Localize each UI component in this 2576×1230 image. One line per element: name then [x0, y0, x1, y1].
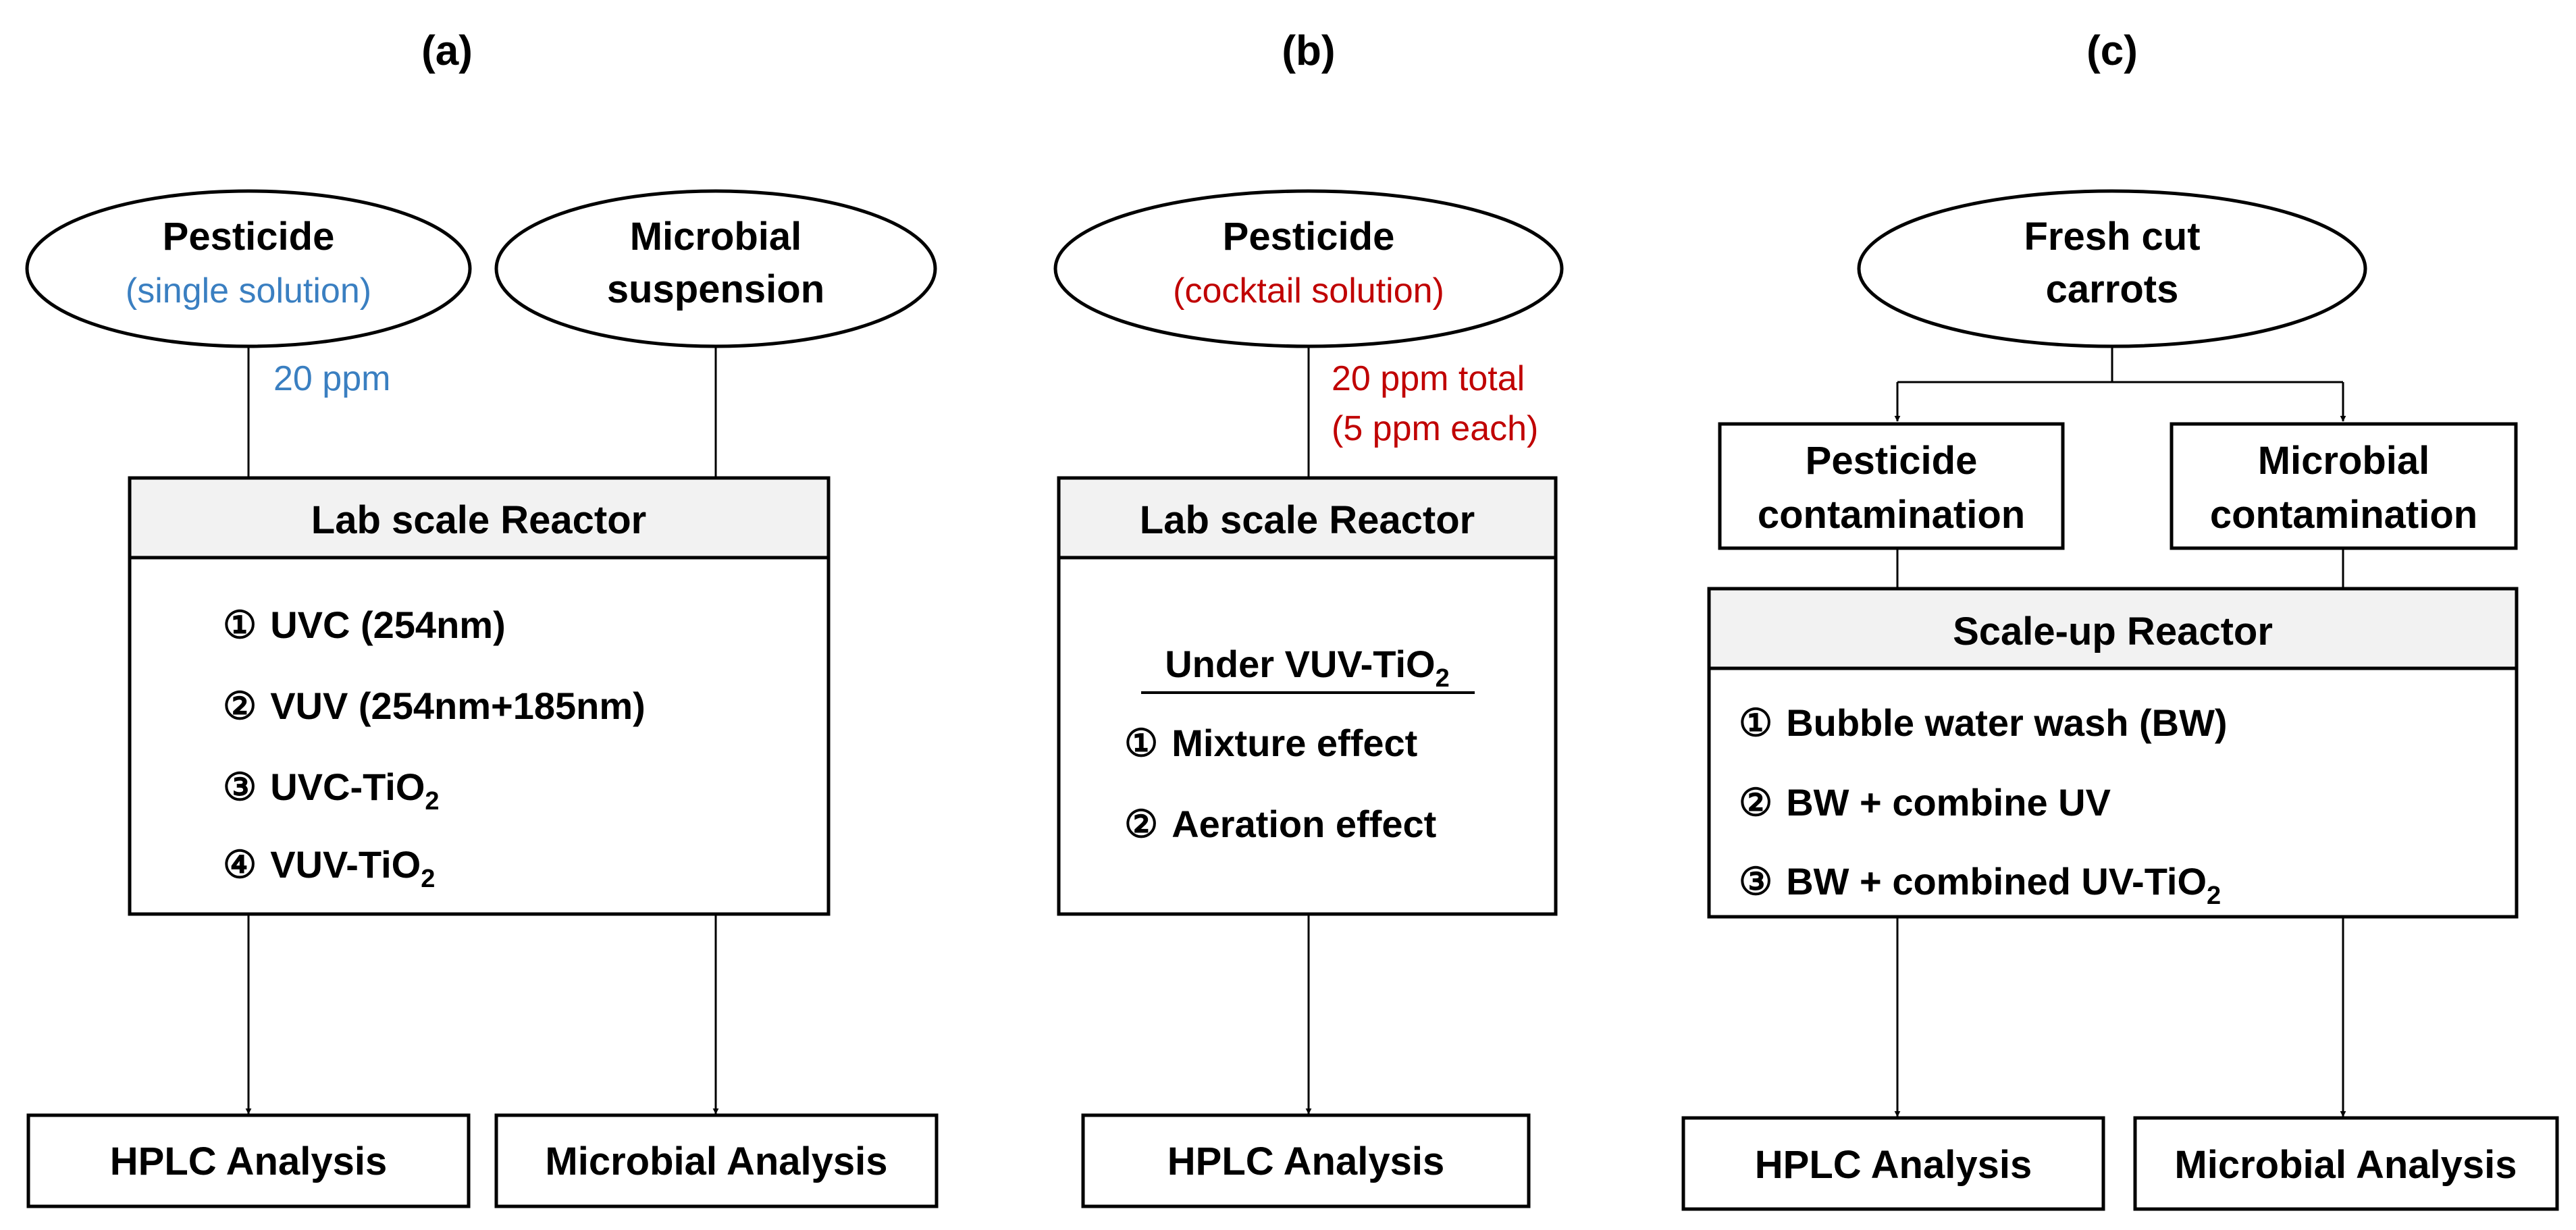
hplc-analysis-label-b: HPLC Analysis	[1167, 1140, 1444, 1183]
pesticide-contamination-line1: Pesticide	[1806, 439, 1978, 483]
pesticide-single-solution-node: Pesticide (single solution)	[25, 189, 472, 348]
panel-c: (c) Fresh cut carrots Pesticide contamin…	[1681, 28, 2559, 1211]
microbial-analysis-label-a: Microbial Analysis	[545, 1140, 887, 1183]
microbial-contamination-line2: contamination	[2210, 493, 2477, 537]
hplc-analysis-label-c: HPLC Analysis	[1755, 1143, 2032, 1187]
hplc-analysis-box-b: HPLC Analysis	[1081, 1113, 1531, 1208]
single-solution-label: (single solution)	[126, 271, 371, 311]
pesticide-cocktail-solution-node: Pesticide (cocktail solution)	[1053, 189, 1564, 348]
fresh-cut-label: Fresh cut	[2024, 215, 2200, 259]
dose-label-b-2: (5 ppm each)	[1332, 409, 1538, 448]
dose-label-b-1: 20 ppm total	[1332, 359, 1525, 398]
microbial-analysis-label-c: Microbial Analysis	[2174, 1143, 2517, 1187]
microbial-analysis-box-a: Microbial Analysis	[494, 1113, 939, 1208]
reactor-title-b: Lab scale Reactor	[1140, 498, 1475, 542]
panel-c-label: (c)	[2086, 28, 2138, 74]
carrots-label: carrots	[2046, 267, 2179, 311]
suspension-label: suspension	[607, 267, 824, 311]
panel-a-label: (a)	[421, 28, 473, 74]
microbial-contamination-line1: Microbial	[2258, 439, 2430, 483]
microbial-contamination-box: Microbial contamination	[2170, 422, 2518, 550]
pesticide-contamination-box: Pesticide contamination	[1718, 422, 2065, 550]
pesticide-title: Pesticide	[163, 215, 335, 259]
hplc-analysis-box-a: HPLC Analysis	[26, 1113, 471, 1208]
microbial-suspension-node: Microbial suspension	[494, 189, 937, 348]
panel-b-label: (b)	[1282, 28, 1335, 74]
pesticide-title-b: Pesticide	[1223, 215, 1395, 259]
microbial-title: Microbial	[630, 215, 802, 259]
reactor-title-a: Lab scale Reactor	[311, 498, 646, 542]
reactor-heading-b: Under VUV-TiO2	[1165, 643, 1450, 693]
pesticide-contamination-line2: contamination	[1758, 493, 2025, 537]
reactor-title-c: Scale-up Reactor	[1953, 610, 2273, 653]
fresh-cut-carrots-node: Fresh cut carrots	[1857, 189, 2367, 348]
cocktail-solution-label: (cocktail solution)	[1173, 271, 1444, 311]
panel-a: (a) Pesticide (single solution) Microbia…	[25, 28, 939, 1208]
panel-b: (b) Pesticide (cocktail solution) 20 ppm…	[1053, 28, 1564, 1208]
hplc-analysis-label-a: HPLC Analysis	[110, 1140, 387, 1183]
microbial-analysis-box-c: Microbial Analysis	[2133, 1116, 2559, 1211]
dose-label-a: 20 ppm	[273, 359, 390, 398]
hplc-analysis-box-c: HPLC Analysis	[1681, 1116, 2105, 1211]
